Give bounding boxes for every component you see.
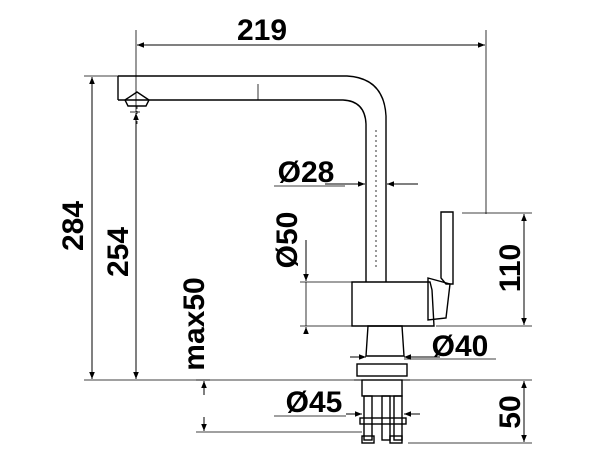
lever-height-label: 110 (494, 244, 527, 292)
lever-joint (427, 277, 451, 321)
hose-end-left (361, 435, 375, 444)
deck-thickness-label: max50 (178, 277, 211, 370)
lever-handle (440, 211, 454, 285)
faucet-outline (117, 75, 454, 444)
dimension-lines (84, 30, 532, 444)
spout-arm (118, 75, 387, 282)
hose-end-right (389, 435, 403, 444)
shank-length-label: 50 (494, 395, 527, 428)
spout-height-label: 254 (102, 227, 135, 277)
reach-label: 219 (237, 14, 287, 47)
mounting-plate (356, 363, 408, 377)
aerator-nozzle (124, 91, 150, 107)
spout-arm-inner (118, 99, 367, 282)
faucet-body (351, 281, 435, 327)
mounting-nut (361, 379, 403, 397)
total-height-label: 284 (57, 201, 90, 251)
base-collar (365, 325, 405, 357)
body-diameter-label: Ø50 (271, 212, 304, 269)
mount-diameter-label: Ø45 (286, 386, 343, 419)
spout-diameter-label: Ø28 (278, 156, 335, 189)
threaded-rod-clamp (359, 417, 407, 425)
base-diameter-label: Ø40 (432, 330, 489, 363)
dimension-labels: 219 284 254 Ø28 Ø50 110 Ø40 max50 Ø45 50 (57, 14, 527, 429)
